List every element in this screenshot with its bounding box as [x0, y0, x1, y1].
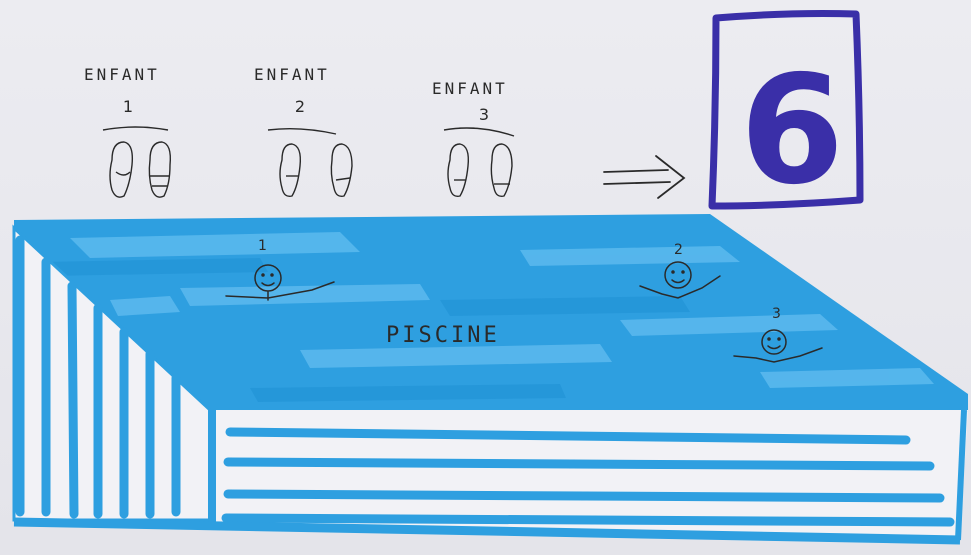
pool-label: PISCINE [386, 323, 500, 348]
child-2-feet-icon [280, 144, 352, 196]
child-1-group: ENFANT 1 [84, 65, 170, 197]
child-1-number: 1 [123, 97, 133, 116]
child-2-number: 2 [295, 97, 305, 116]
child-3-label: ENFANT [432, 79, 508, 98]
pool: PISCINE 1 2 3 [14, 214, 968, 540]
result-number: 6 [740, 44, 844, 218]
child-2-label: ENFANT [254, 65, 330, 84]
child-1-label: ENFANT [84, 65, 160, 84]
arrow-icon [604, 156, 684, 198]
child-3-underline [444, 128, 514, 136]
child-3-group: ENFANT 3 [432, 79, 514, 196]
result-box: 6 [712, 14, 860, 219]
child-1-underline [103, 127, 168, 130]
child-1-feet-icon [110, 142, 170, 197]
swimmer-1-number: 1 [258, 238, 267, 254]
swimmer-2-number: 2 [674, 242, 683, 258]
child-3-feet-icon [448, 144, 512, 196]
child-2-group: ENFANT 2 [254, 65, 352, 196]
child-2-underline [268, 129, 336, 134]
swimmer-3-number: 3 [772, 306, 781, 322]
child-3-number: 3 [479, 105, 489, 124]
